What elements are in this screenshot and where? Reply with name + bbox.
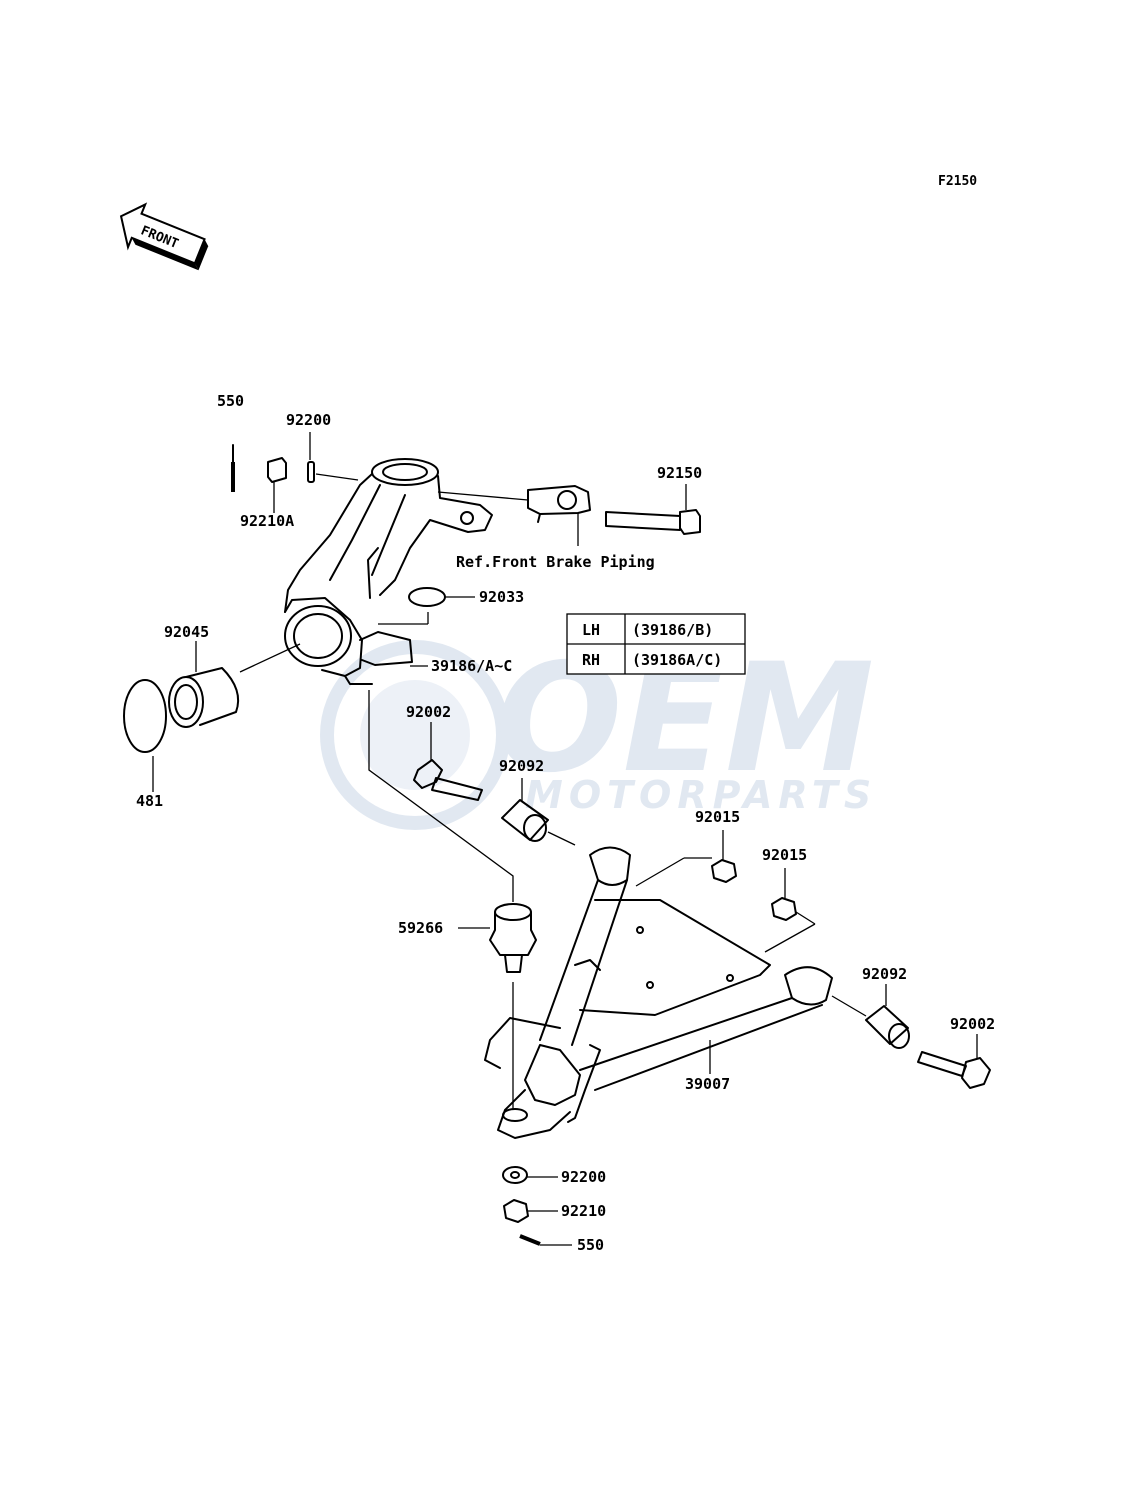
bolt-92150 [605,484,701,535]
callout-92015-b: 92015 [762,846,807,864]
circlip-92033 [378,587,475,625]
callout-550-top: 550 [217,392,244,410]
callout-92092-right: 92092 [862,965,907,983]
variant-table: LH (39186/B) RH (39186A/C) [566,613,746,675]
castle-nut-top [267,457,287,513]
callout-ref-front-brake-piping: Ref.Front Brake Piping [456,553,655,571]
callout-481: 481 [136,792,163,810]
washer-top [307,432,359,483]
callout-92210: 92210 [561,1202,606,1220]
snap-ring-481 [123,679,167,792]
callout-92150: 92150 [657,464,702,482]
callout-92200-top: 92200 [286,411,331,429]
callout-92045: 92045 [164,623,209,641]
brake-hose-bracket [437,485,591,546]
nut-92015-a [635,830,737,887]
washer-bottom [502,1166,558,1184]
variant-table-side-lh: LH [582,621,600,639]
callout-39007: 39007 [685,1075,730,1093]
ball-joint-59266 [368,690,537,1110]
callout-39186: 39186/A~C [431,657,512,675]
callout-92092-left: 92092 [499,757,544,775]
callout-550-bottom: 550 [577,1236,604,1254]
callout-92015-a: 92015 [695,808,740,826]
callout-92002-left: 92002 [406,703,451,721]
diagram-code: F2150 [938,174,977,189]
castle-nut-bottom [503,1199,558,1223]
variant-table-side-rh: RH [582,651,600,669]
cotter-pin-bottom [519,1234,572,1246]
wheel-bearing-92045 [168,641,301,728]
a-arm-39007 [484,846,833,1139]
bushing-92092-right [831,984,910,1049]
callout-92210a: 92210A [240,512,294,530]
callout-92200-bottom: 92200 [561,1168,606,1186]
variant-table-part-lh: (39186/B) [632,621,713,639]
front-arrow-icon: FRONT [119,202,209,271]
variant-table-part-rh: (39186A/C) [632,651,722,669]
steering-knuckle [284,458,493,685]
nut-92015-b [764,868,816,953]
callout-92002-right: 92002 [950,1015,995,1033]
bolt-92002-left [413,722,483,801]
watermark-tagline: MOTORPARTS [525,773,877,817]
bolt-92002-right [917,1034,991,1089]
bushing-92092-left [501,778,576,846]
callout-59266: 59266 [398,919,443,937]
callout-92033: 92033 [479,588,524,606]
